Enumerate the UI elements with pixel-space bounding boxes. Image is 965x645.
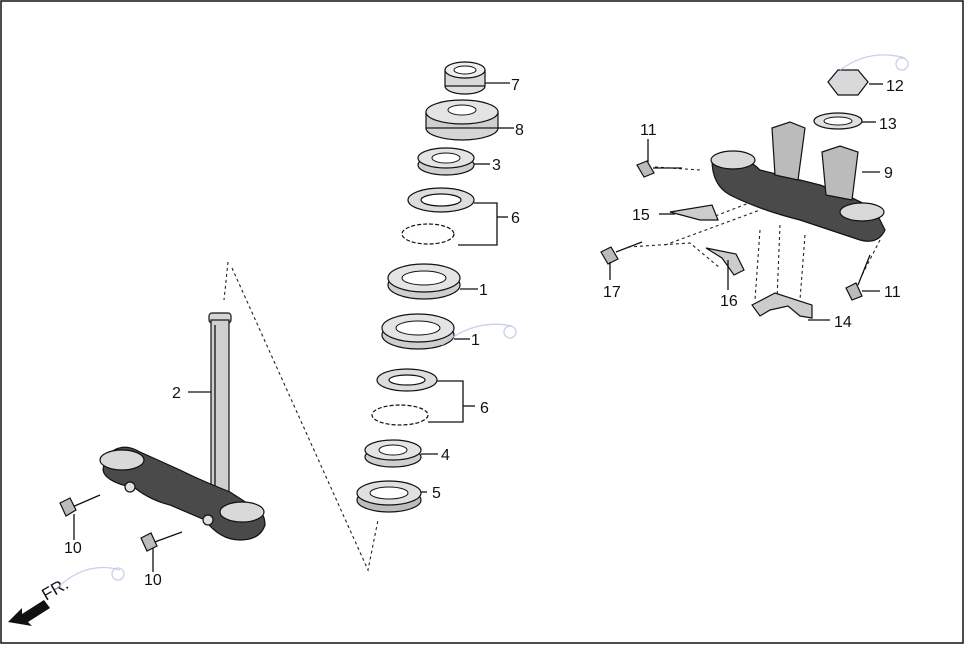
bearing-race-3 (417, 147, 475, 176)
label-14: 14 (834, 314, 852, 331)
label-9: 9 (884, 165, 893, 182)
front-arrow-icon (8, 600, 50, 626)
label-13: 13 (879, 116, 897, 133)
label-16: 16 (720, 293, 738, 310)
label-1-lower: 1 (471, 332, 480, 349)
label-11-upper: 11 (640, 122, 657, 139)
label-8: 8 (515, 122, 524, 139)
clip-15 (669, 204, 719, 221)
bolt-11-lower (845, 254, 871, 301)
label-15: 15 (632, 207, 650, 224)
label-6-upper: 6 (511, 210, 520, 227)
label-4: 4 (441, 447, 450, 464)
label-10-left: 10 (64, 540, 82, 557)
bearing-6-upper (401, 187, 475, 245)
part-number-labels: 7 8 3 6 1 1 6 4 5 2 10 10 11 12 13 9 15 … (64, 77, 904, 589)
washer-13 (813, 112, 863, 130)
label-3: 3 (492, 157, 501, 174)
bearing-race-4 (364, 439, 422, 468)
label-6-lower: 6 (480, 400, 489, 417)
bolt-10-part-b (140, 531, 183, 552)
cap-nut-12 (827, 69, 869, 96)
bearing-cup-1-lower (381, 313, 455, 350)
bolt-11-upper (636, 160, 682, 178)
bolt-10-part-a (59, 494, 101, 517)
label-5: 5 (432, 485, 441, 502)
label-11-lower: 11 (884, 284, 901, 301)
leader-lines (73, 82, 883, 572)
lock-nut-7 (444, 61, 486, 95)
label-1-upper: 1 (479, 282, 488, 299)
bearing-cup-1-upper (387, 263, 461, 300)
watermark-logo (54, 54, 909, 591)
bolt-17 (600, 241, 643, 265)
label-2: 2 (172, 385, 181, 402)
label-7: 7 (511, 77, 520, 94)
upper-bracket-9 (710, 121, 886, 242)
label-17: 17 (603, 284, 621, 301)
steering-stem-part (99, 312, 266, 541)
bracket-14 (751, 292, 813, 319)
label-10-right: 10 (144, 572, 162, 589)
assembly-guide-lines (223, 166, 881, 572)
clip-16 (705, 247, 745, 276)
adjusting-nut-8 (425, 99, 499, 141)
bearing-6-lower (371, 368, 438, 426)
label-12: 12 (886, 78, 904, 95)
dust-seal-5 (356, 480, 422, 513)
